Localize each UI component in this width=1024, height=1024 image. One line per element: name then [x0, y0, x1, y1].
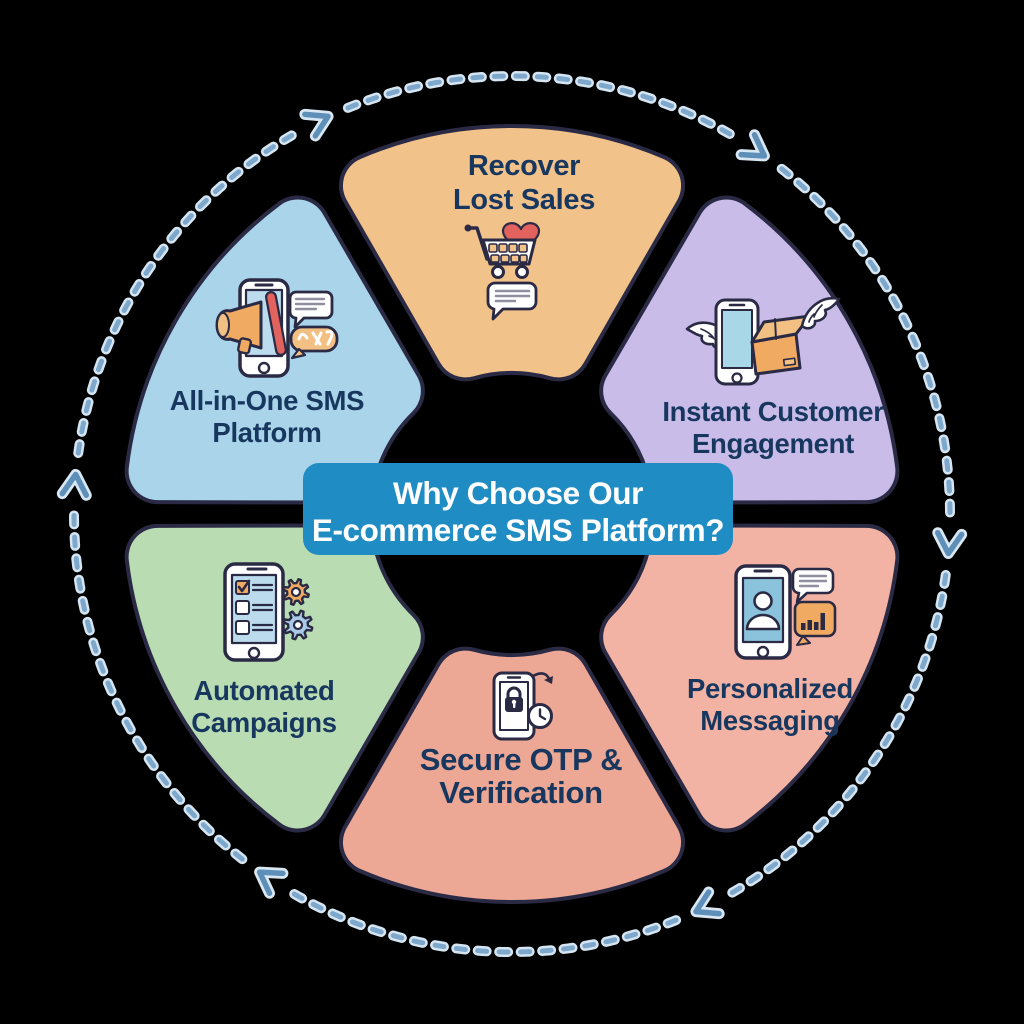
- flow-arrow-icon: [934, 529, 965, 557]
- flow-ring-dashes: [71, 511, 245, 862]
- center-banner-line1: Why Choose Our: [393, 475, 643, 511]
- label-personalized-line2: Messaging: [700, 705, 839, 736]
- segment-icons: [215, 222, 841, 741]
- winged-package-icon: [685, 296, 841, 386]
- label-recover-line1: Recover: [468, 150, 580, 182]
- label-allinone-line1: All-in-One SMS: [170, 385, 364, 416]
- flow-ring: [56, 71, 968, 957]
- segment-automated-campaigns: [128, 527, 421, 829]
- label-personalized-line1: Personalized: [687, 673, 853, 704]
- center-banner-bg: [303, 463, 733, 555]
- label-recover-line2: Lost Sales: [453, 184, 595, 216]
- flow-arrow-icon: [256, 869, 286, 896]
- label-allinone-line2: Platform: [212, 417, 321, 448]
- flow-ring-dashes: [290, 890, 679, 955]
- gear-hole: [292, 619, 304, 631]
- center-banner: Why Choose Our E-commerce SMS Platform?: [303, 463, 733, 555]
- gear-hole: [290, 586, 302, 598]
- flow-ring-dashes: [345, 73, 734, 138]
- label-secure-line2: Verification: [439, 775, 603, 810]
- megaphone-phone-icon: [215, 278, 339, 378]
- flow-ring-dashes: [75, 132, 296, 456]
- cart-heart-icon: [464, 222, 541, 321]
- flow-ring-dashes: [779, 166, 953, 517]
- label-automated-line2: Campaigns: [191, 707, 337, 738]
- segment-labels: Recover Lost Sales Instant Customer Enga…: [170, 150, 885, 810]
- profile-chart-icon: [734, 564, 837, 660]
- flow-arrow-icon: [302, 111, 331, 139]
- otp-lock-phone-icon: [492, 671, 553, 741]
- label-instant-line2: Engagement: [692, 428, 854, 459]
- label-instant-line1: Instant Customer: [662, 396, 884, 427]
- flow-arrow-icon: [738, 132, 768, 159]
- checklist-gears-icon: [223, 562, 314, 662]
- label-secure-line1: Secure OTP &: [420, 742, 623, 777]
- center-banner-line2: E-commerce SMS Platform?: [312, 512, 724, 548]
- label-automated-line1: Automated: [194, 675, 335, 706]
- flow-ring-dashes: [728, 572, 949, 896]
- flow-arrow-icon: [59, 471, 90, 499]
- flow-arrow-icon: [693, 889, 722, 917]
